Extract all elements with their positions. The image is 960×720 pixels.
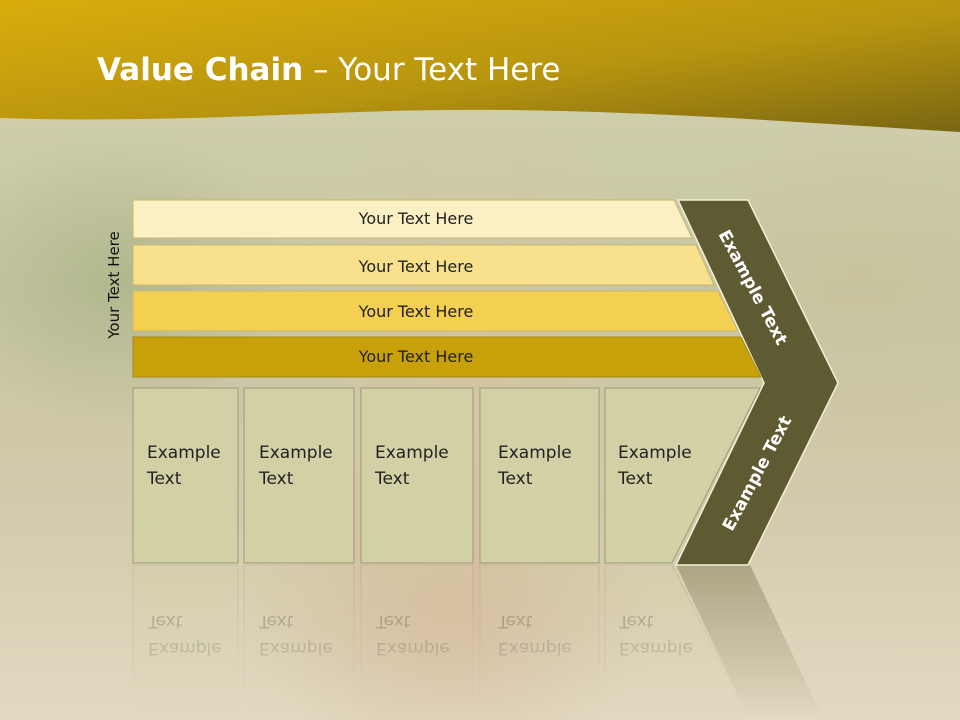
bar-1-label: Your Text Here (358, 209, 474, 228)
svg-text:Example: Example (376, 638, 450, 658)
header-banner (0, 0, 960, 132)
page-title: Value Chain – Your Text Here (97, 52, 560, 88)
column-4 (479, 387, 600, 564)
bar-1 (132, 199, 693, 239)
column-3 (360, 387, 474, 564)
svg-text:Example: Example (498, 638, 572, 658)
svg-text:Text: Text (497, 611, 533, 631)
column-5 (604, 387, 761, 564)
column-5-line1: Example (618, 443, 692, 463)
column-3-line1: Example (375, 443, 449, 463)
bar-2-label: Your Text Here (358, 257, 474, 276)
svg-text:Text: Text (375, 611, 411, 631)
column-2-line2: Text (258, 469, 294, 489)
bar-4-label: Your Text Here (358, 347, 474, 366)
bar-3-label: Your Text Here (358, 302, 474, 321)
svg-text:Example: Example (619, 638, 693, 658)
bar-2 (132, 244, 715, 286)
svg-text:Text: Text (147, 611, 183, 631)
column-1-line2: Text (146, 469, 182, 489)
svg-text:Text: Text (618, 611, 654, 631)
column-2-line1: Example (259, 443, 333, 463)
svg-text:Example: Example (259, 638, 333, 658)
bar-3 (132, 290, 739, 332)
column-1-line1: Example (147, 443, 221, 463)
svg-text:Example: Example (148, 638, 222, 658)
column-4-line2: Text (497, 469, 533, 489)
svg-text:Text: Text (258, 611, 294, 631)
bar-4 (132, 336, 762, 378)
page-title-bold: Value Chain (97, 52, 304, 88)
column-5-line2: Text (617, 469, 653, 489)
column-1 (132, 387, 239, 564)
column-4-line1: Example (498, 443, 572, 463)
chevron-arrow (674, 199, 839, 566)
column-2 (243, 387, 355, 564)
page-title-rest: – Your Text Here (303, 52, 561, 88)
column-3-line2: Text (374, 469, 410, 489)
